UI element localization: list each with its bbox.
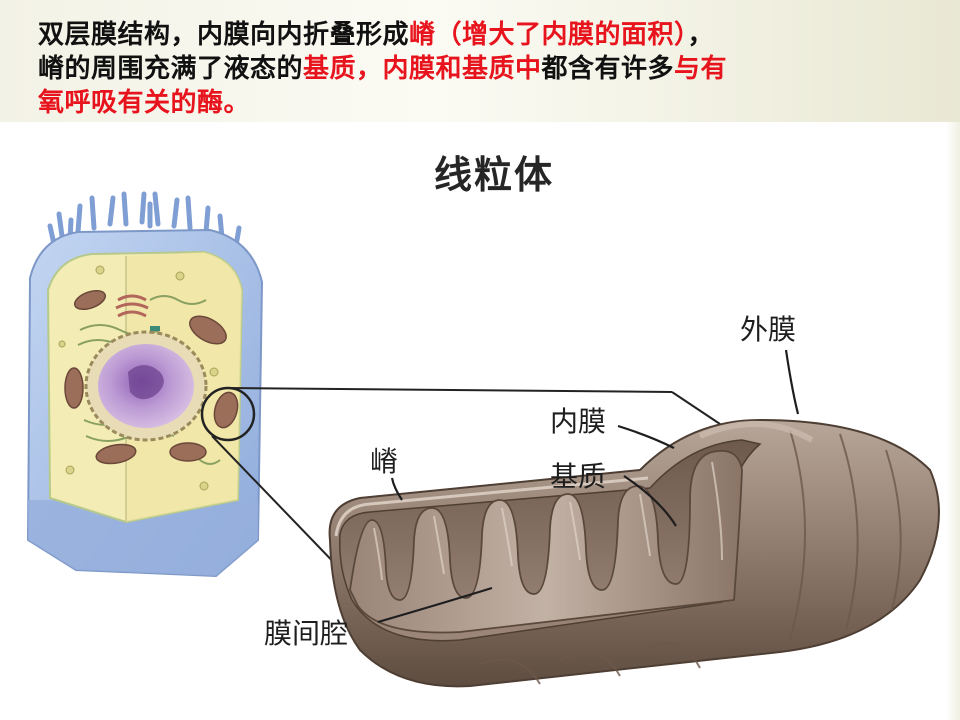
label-cristae: 嵴 [370, 445, 399, 478]
caption-segment: ， [687, 20, 715, 50]
caption-segment: 双层膜结构，内膜向内折叠形成 [38, 20, 410, 50]
leader-cristae [390, 477, 403, 501]
caption-line-3: 氧呼吸有关的酶。 [38, 86, 918, 120]
cristae-folds [349, 449, 743, 634]
caption-line-1: 双层膜结构，内膜向内折叠形成嵴（增大了内膜的面积）， [38, 18, 918, 52]
leader-lines [377, 349, 800, 624]
cell-mitochondria [64, 289, 239, 465]
label-matrix: 基质 [550, 460, 607, 493]
caption-text: 双层膜结构，内膜向内折叠形成嵴（增大了内膜的面积）， 嵴的周围充满了液态的基质，… [38, 18, 918, 120]
caption-highlight: 嵴（增大了内膜的面积） [409, 20, 688, 50]
caption-background [0, 0, 960, 122]
leader-intermembrane [377, 586, 493, 624]
caption-segment: 都含有许多 [541, 54, 675, 84]
caption-segment: 嵴的周围充满了液态的 [38, 54, 304, 84]
caption-line-2: 嵴的周围充满了液态的基质，内膜和基质中都含有许多与有 [38, 52, 918, 86]
leader-outer-membrane [784, 349, 800, 415]
diagram-title: 线粒体 [434, 153, 555, 197]
golgi [115, 294, 149, 318]
slide-edge [946, 122, 960, 720]
vesicles [58, 265, 219, 491]
label-outer-membrane: 外膜 [740, 313, 797, 346]
label-intermembrane-space: 膜间腔 [264, 617, 349, 650]
caption-highlight: 与有 [674, 54, 728, 84]
caption-highlight: 基质，内膜和基质中 [303, 54, 542, 84]
caption-highlight: 氧呼吸有关的酶。 [38, 88, 251, 118]
label-inner-membrane: 内膜 [550, 405, 607, 438]
leader-inner-membrane [617, 424, 675, 449]
mitochondrion-enlarged [328, 418, 940, 688]
cell-illustration [26, 191, 264, 578]
leader-matrix [623, 475, 677, 527]
